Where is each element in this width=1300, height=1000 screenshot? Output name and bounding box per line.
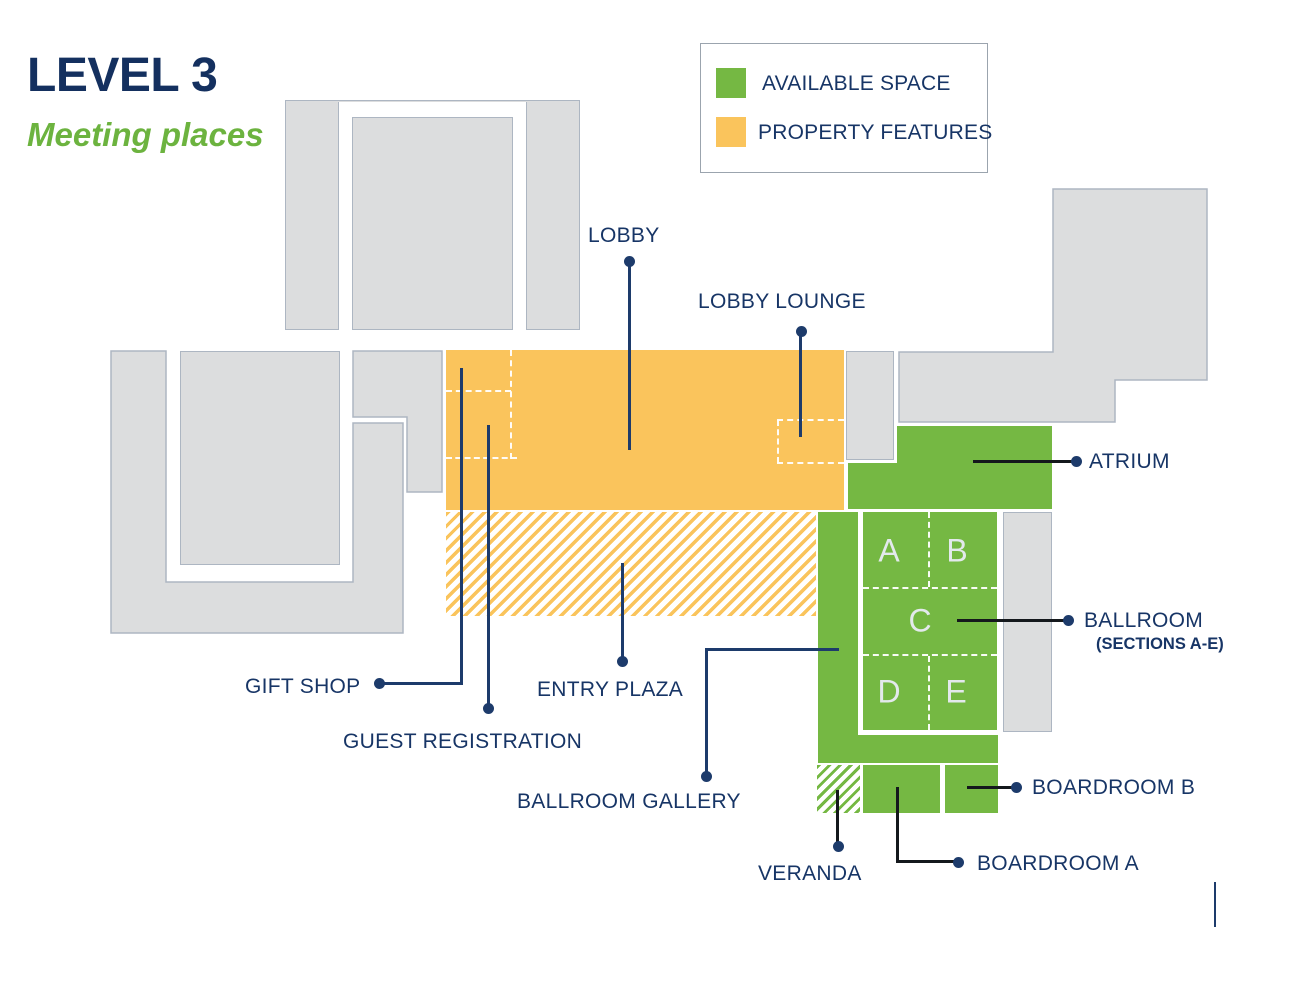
boardroom-a-area: [863, 765, 940, 813]
gift-shop-label: GIFT SHOP: [245, 675, 361, 698]
lobby-lounge-dashed-top: [777, 419, 844, 421]
ballroom-gallery-leader-horizontal: [704, 648, 839, 651]
atrium-area-extension: [848, 463, 897, 509]
ballroom-sublabel: (SECTIONS A-E): [1096, 635, 1224, 653]
ballroom-section-e-label: E: [945, 673, 967, 710]
building-tower-shape: [898, 188, 1208, 423]
guest-registration-dashed-floor: [446, 457, 517, 459]
legend-box: [700, 43, 988, 173]
veranda-label: VERANDA: [758, 862, 862, 885]
ballroom-section-d-label: D: [877, 673, 901, 710]
guest-registration-leader-line: [486, 425, 490, 705]
legend-label-available-space: AVAILABLE SPACE: [762, 72, 951, 95]
building-right-column: [1003, 512, 1052, 732]
lobby-lounge-leader-line: [799, 331, 802, 437]
building-top-inner-block: [352, 117, 513, 330]
ballroom-gallery-leader-vertical: [704, 649, 708, 773]
boardroom-b-label: BOARDROOM B: [1032, 776, 1196, 799]
ballroom-gallery-label: BALLROOM GALLERY: [517, 790, 741, 813]
boardroom-a-leader-dot: [952, 856, 964, 868]
boardroom-b-area: [945, 765, 998, 813]
ballroom-divider-a-b: [928, 512, 930, 587]
page-subtitle: Meeting places: [27, 116, 264, 153]
boardroom-a-label: BOARDROOM A: [977, 852, 1139, 875]
ballroom-gallery-leader-dot: [700, 770, 712, 782]
legend-swatch-property-features: [716, 117, 746, 147]
lobby-leader-line: [627, 261, 631, 450]
ballroom-section-a-label: A: [878, 532, 900, 569]
boardroom-a-leader-vertical: [896, 787, 899, 863]
gift-shop-dashed-wall: [510, 350, 512, 459]
gift-shop-leader-horizontal: [379, 681, 463, 685]
ballroom-divider-c-de: [863, 654, 997, 656]
ballroom-gallery-south: [818, 735, 998, 763]
lobby-lounge-label: LOBBY LOUNGE: [698, 290, 866, 313]
building-u-shape: [110, 350, 404, 634]
guest-registration-leader-dot: [482, 702, 494, 714]
building-l-shape: [352, 350, 443, 493]
entry-plaza-leader-line: [620, 563, 624, 658]
page-edge-mark: [1214, 882, 1216, 927]
atrium-leader-dot: [1070, 455, 1082, 467]
entry-plaza-label: ENTRY PLAZA: [537, 678, 684, 701]
page-title: LEVEL 3: [27, 49, 218, 102]
lobby-area: [446, 350, 844, 510]
ballroom-gallery-west: [818, 512, 858, 763]
gift-shop-leader-vertical: [460, 368, 463, 684]
veranda-leader-line: [836, 790, 839, 843]
lobby-lounge-leader-dot: [795, 325, 807, 337]
ballroom-label: BALLROOM: [1084, 609, 1204, 632]
boardroom-a-leader-horizontal: [896, 860, 954, 863]
ballroom-section-b-label: B: [946, 532, 968, 569]
ballroom-leader-dot: [1062, 614, 1074, 626]
ballroom-leader-line: [957, 618, 1064, 622]
lobby-label: LOBBY: [588, 224, 660, 247]
building-mid-column: [846, 351, 894, 460]
lobby-leader-dot: [623, 255, 635, 267]
lobby-lounge-dashed-wall: [777, 420, 779, 463]
legend-swatch-available-space: [716, 68, 746, 98]
gift-shop-dashed-floor: [446, 390, 511, 392]
boardroom-b-leader-dot: [1010, 781, 1022, 793]
atrium-area: [897, 426, 1052, 509]
guest-registration-label: GUEST REGISTRATION: [343, 730, 583, 753]
ballroom-divider-ab-c: [863, 587, 997, 589]
gift-shop-leader-dot: [373, 677, 385, 689]
entry-plaza-leader-dot: [616, 655, 628, 667]
legend-label-property-features: PROPERTY FEATURES: [758, 121, 993, 144]
atrium-label: ATRIUM: [1089, 450, 1170, 473]
ballroom-section-c-label: C: [908, 602, 932, 639]
lobby-lounge-dashed-bottom: [777, 462, 844, 464]
atrium-leader-line: [973, 459, 1072, 463]
boardroom-b-leader-line: [967, 785, 1012, 789]
ballroom-divider-d-e: [928, 656, 930, 730]
building-left-inner-block: [180, 351, 340, 565]
veranda-leader-dot: [832, 840, 844, 852]
entry-plaza-area: [446, 512, 816, 616]
